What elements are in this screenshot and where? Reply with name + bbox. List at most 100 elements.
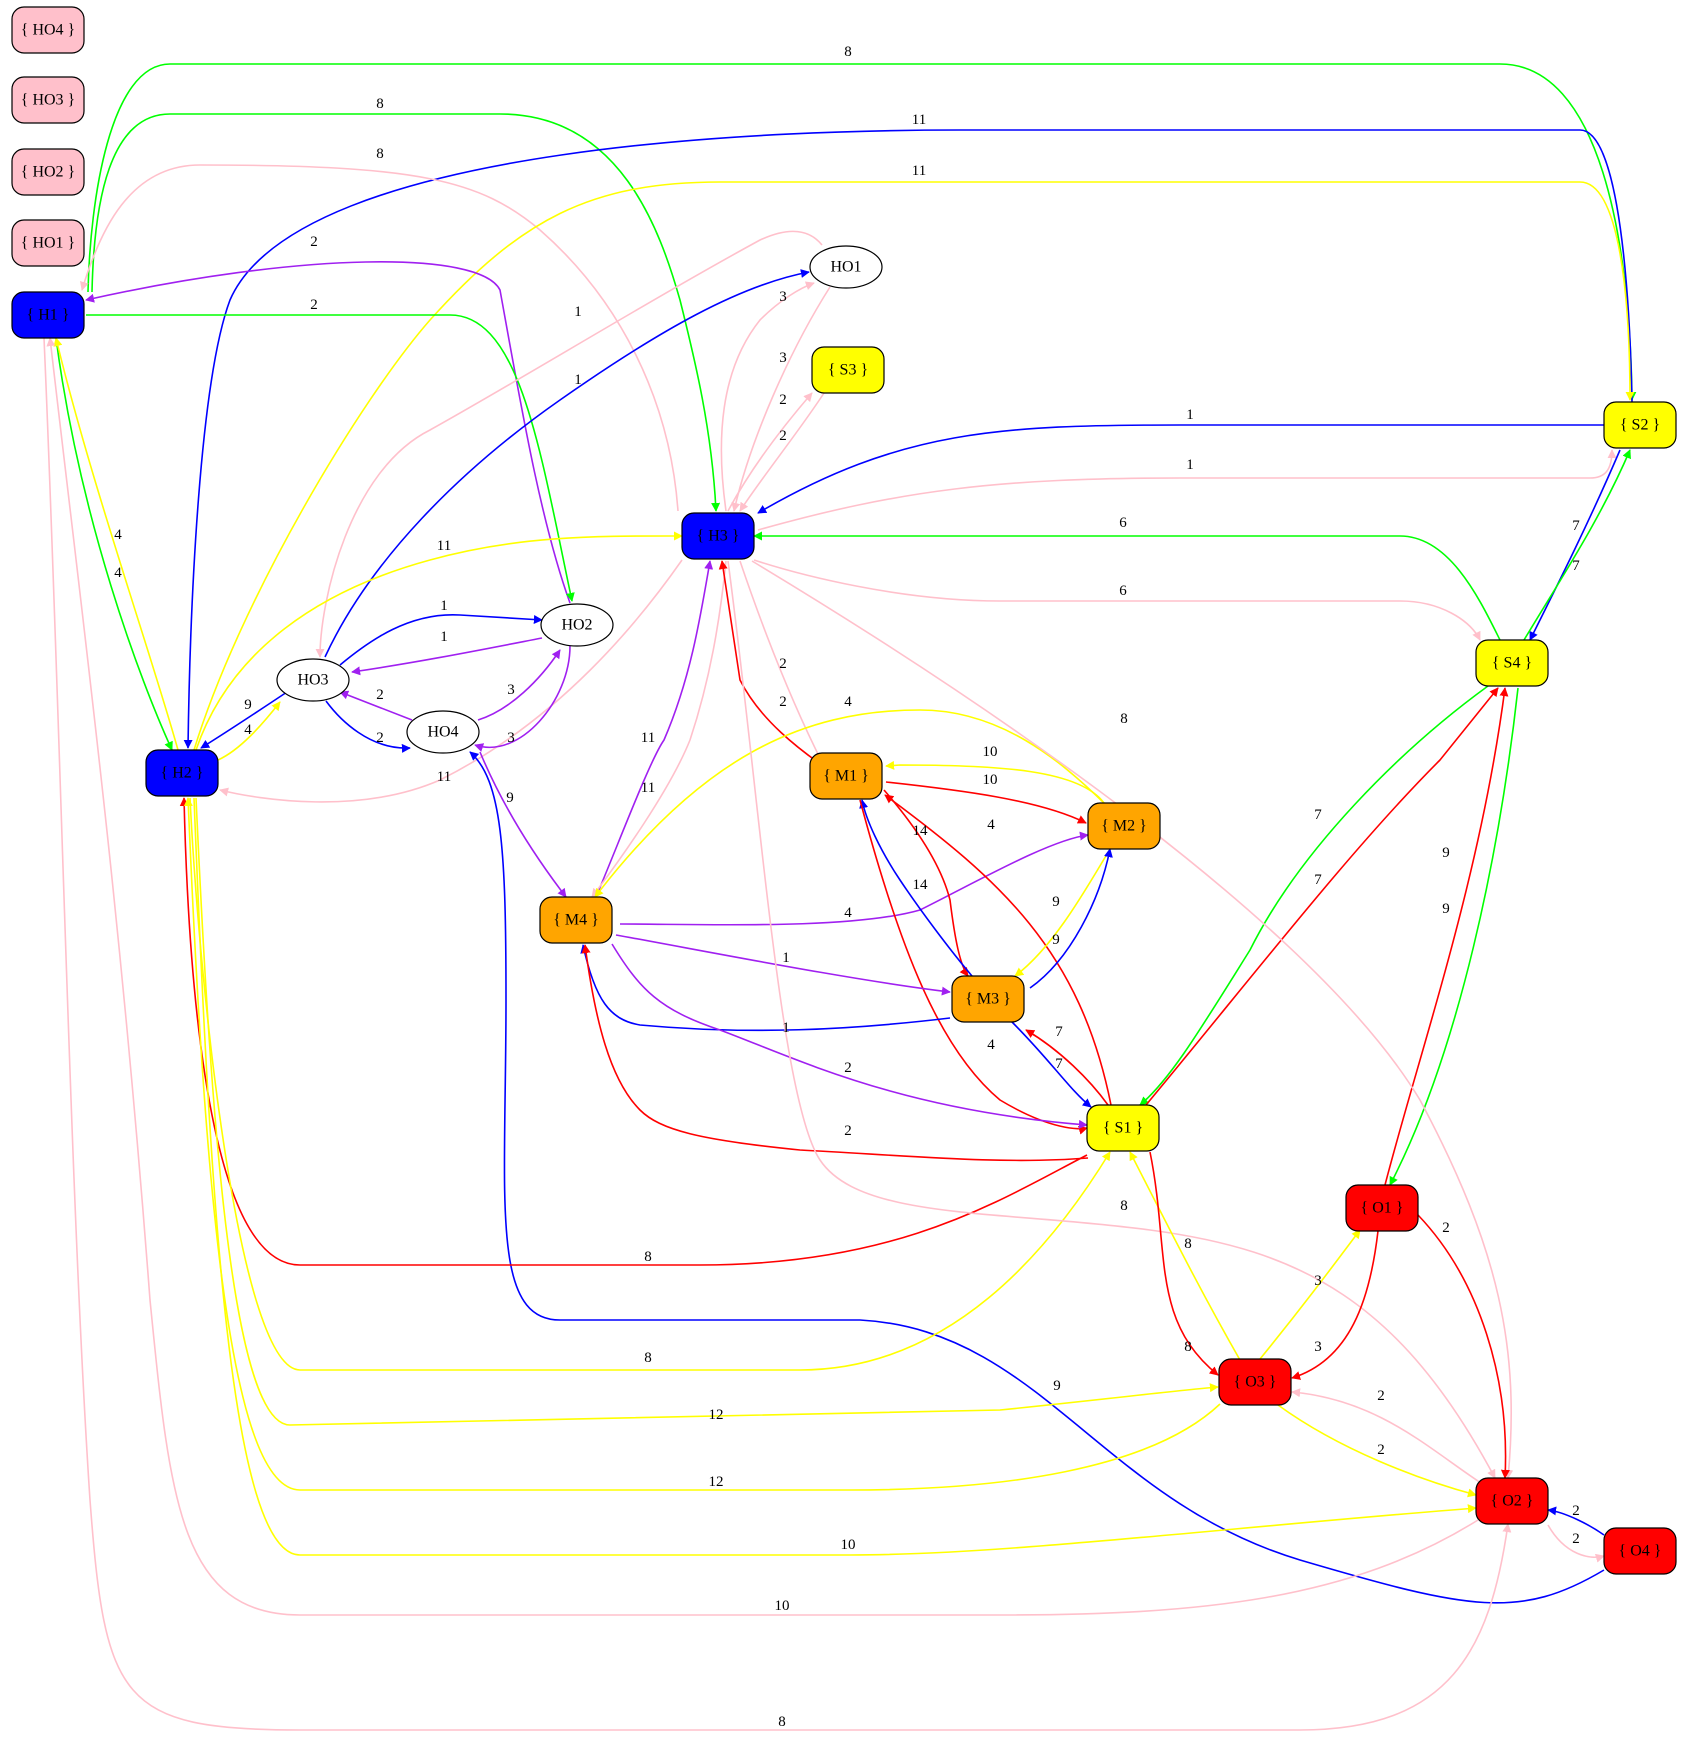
edge-label: 3 [1314, 1273, 1322, 1289]
edge-s1-to-h2 [179, 797, 1088, 1266]
edge-label: 3 [779, 350, 787, 366]
edge-h1-to-h3 [91, 113, 721, 512]
edge-o3-to-o2 [1277, 1404, 1477, 1498]
node-shape [1086, 1104, 1160, 1152]
edge-label: 1 [440, 598, 448, 614]
edge-label: 9 [506, 790, 514, 806]
edge-label: 10 [983, 744, 998, 760]
node-h1[interactable]: { H1 } [11, 291, 85, 339]
node-ho4box[interactable]: { HO4 } [11, 6, 85, 54]
edge-o2-to-h1 [43, 337, 1512, 1731]
edge-label: 1 [782, 1020, 790, 1036]
edge-label: 1 [440, 629, 448, 645]
node-label: HO1 [830, 259, 861, 276]
node-h3[interactable]: { H3 } [681, 512, 755, 560]
node-shape [811, 346, 885, 394]
node-label: { M1 } [823, 768, 869, 785]
node-shape [406, 710, 480, 754]
node-m2[interactable]: { M2 } [1087, 802, 1161, 850]
node-shape [540, 603, 614, 647]
node-o4[interactable]: { O4 } [1603, 1527, 1677, 1575]
node-ho3box[interactable]: { HO3 } [11, 76, 85, 124]
edge-h2-to-h3 [195, 531, 683, 751]
edge-s4-to-o1 [1389, 687, 1519, 1186]
node-shape [1087, 802, 1161, 850]
edge-label: 8 [644, 1249, 652, 1265]
node-o1[interactable]: { O1 } [1345, 1184, 1419, 1232]
node-ho4[interactable]: HO4 [406, 710, 480, 754]
node-m3[interactable]: { M3 } [951, 975, 1025, 1023]
edge-o3-to-s1 [1129, 1151, 1241, 1361]
edge-label: 9 [1442, 845, 1450, 861]
edge-h3-to-o2 [727, 560, 1496, 1479]
edge-m1-to-m3 [883, 789, 969, 977]
node-ho2box[interactable]: { HO2 } [11, 148, 85, 196]
edge-h1-to-h2 [55, 337, 173, 751]
edge-label: 4 [987, 817, 995, 833]
edge-label: 11 [912, 112, 926, 128]
edge-h3-to-m4 [591, 560, 727, 898]
node-label: { HO2 } [21, 164, 75, 181]
node-s2[interactable]: { S2 } [1603, 401, 1677, 449]
edge-ho4-to-m4 [479, 751, 567, 898]
edge-h2-to-o2 [193, 797, 1477, 1556]
edge-h2-to-s1 [189, 797, 1111, 1371]
edge-s1-to-m1 [884, 794, 1112, 1106]
node-shape [1218, 1358, 1292, 1406]
node-shape [1603, 401, 1677, 449]
edge-s1-to-m4 [581, 944, 1089, 1162]
node-s4[interactable]: { S4 } [1475, 639, 1549, 687]
node-h2[interactable]: { H2 } [145, 749, 219, 797]
edge-h2-to-h1 [53, 337, 179, 751]
edge-o1-to-o3 [1291, 1230, 1379, 1380]
edge-s4-to-h3 [753, 531, 1501, 641]
edge-label: 8 [376, 96, 384, 112]
node-s1[interactable]: { S1 } [1086, 1104, 1160, 1152]
edge-o4-to-o2 [1547, 1506, 1605, 1536]
edge-h2-to-o3 [195, 797, 1219, 1426]
node-label: { M2 } [1101, 818, 1147, 835]
edge-label: 2 [310, 297, 318, 313]
edge-h3-to-s4 [753, 559, 1481, 641]
node-shape [145, 749, 219, 797]
edge-label: 4 [114, 527, 122, 543]
edge-label: 2 [844, 1060, 852, 1076]
node-label: { HO4 } [21, 22, 75, 39]
edge-label: 11 [641, 730, 655, 746]
edge-label: 2 [310, 234, 318, 250]
edge-label: 9 [1052, 894, 1060, 910]
node-label: { S4 } [1492, 655, 1532, 672]
node-ho2[interactable]: HO2 [540, 603, 614, 647]
edge-h3-to-h1 [80, 164, 679, 512]
node-label: { O1 } [1361, 1200, 1404, 1217]
node-ho1[interactable]: HO1 [809, 245, 883, 289]
edge-label: 2 [779, 428, 787, 444]
edge-o2-to-o4 [1547, 1524, 1605, 1563]
node-shape [539, 896, 613, 944]
edge-m4-to-s1 [611, 943, 1088, 1129]
edge-ho1-to-h3 [731, 286, 831, 512]
node-shape [1603, 1527, 1677, 1575]
edge-o3-to-o1 [1259, 1229, 1361, 1360]
edge-label: 4 [244, 722, 252, 738]
edge-label: 2 [1377, 1442, 1385, 1458]
edge-label: 4 [114, 565, 122, 581]
node-label: { H3 } [697, 528, 740, 545]
node-ho3[interactable]: HO3 [276, 658, 350, 702]
node-m4[interactable]: { M4 } [539, 896, 613, 944]
node-shape [11, 291, 85, 339]
node-ho1box[interactable]: { HO1 } [11, 219, 85, 267]
edge-label: 8 [1120, 1198, 1128, 1214]
edge-h2-to-ho3 [217, 701, 281, 761]
node-o3[interactable]: { O3 } [1218, 1358, 1292, 1406]
edge-label: 2 [779, 694, 787, 710]
node-o2[interactable]: { O2 } [1475, 1477, 1549, 1525]
node-shape [11, 6, 85, 54]
node-s3[interactable]: { S3 } [811, 346, 885, 394]
edge-m2-to-m4 [594, 709, 1105, 898]
edge-s4-to-s1 [1139, 685, 1489, 1106]
node-label: { M4 } [553, 912, 599, 929]
node-m1[interactable]: { M1 } [809, 752, 883, 800]
edge-m4-to-h3 [595, 560, 714, 898]
edge-label: 1 [574, 372, 582, 388]
